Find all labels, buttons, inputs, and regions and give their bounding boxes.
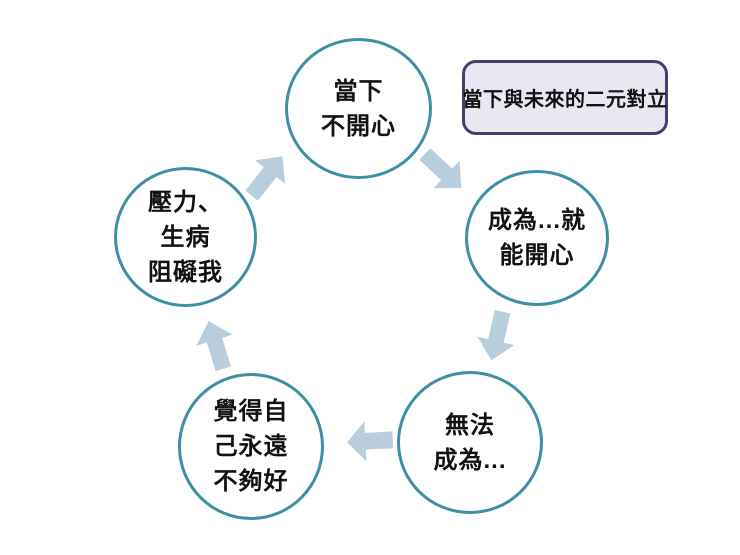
cycle-arrow-icon <box>237 145 298 208</box>
cycle-node-stress-illness-hinder: 壓力、 生病 阻礙我 <box>114 167 257 307</box>
annotation-box: 當下與未來的二元對立 <box>462 60 668 135</box>
cycle-node-unhappy-now: 當下 不開心 <box>285 38 432 179</box>
node-label: 無法 成為... <box>433 411 507 474</box>
node-label: 壓力、 生病 阻礙我 <box>148 188 223 286</box>
cycle-arrow-icon <box>191 316 242 375</box>
node-label: 成為...就 能開心 <box>487 207 586 269</box>
cycle-node-become-then-happy: 成為...就 能開心 <box>465 170 609 306</box>
cycle-arrow-icon <box>473 307 521 364</box>
annotation-label: 當下與未來的二元對立 <box>462 89 668 111</box>
cycle-arrow-icon <box>346 420 394 462</box>
cycle-node-cannot-become: 無法 成為... <box>397 371 543 514</box>
node-label: 當下 不開心 <box>321 77 396 140</box>
cycle-arrow-icon <box>412 140 474 202</box>
cycle-node-never-good-enough: 覺得自 己永遠 不夠好 <box>178 373 324 520</box>
node-label: 覺得自 己永遠 不夠好 <box>213 398 289 495</box>
